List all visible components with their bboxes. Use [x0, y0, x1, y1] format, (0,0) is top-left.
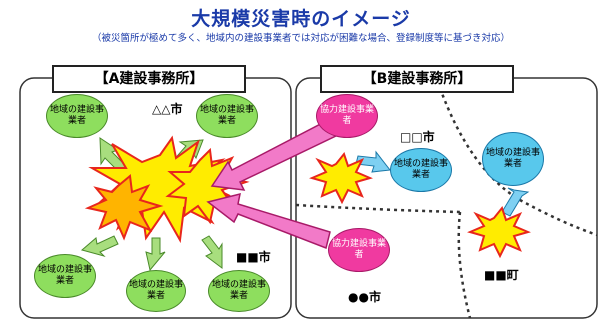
local-contractor-bubble: 地域の建設事業者	[126, 270, 186, 312]
local-contractor-bubble: 地域の建設事業者	[46, 94, 108, 138]
city-label: ■■市	[236, 250, 271, 264]
local-contractor-bubble: 地域の建設事業者	[34, 254, 96, 298]
panel-a-label: 【A建設事務所】	[52, 65, 246, 93]
diagram-title: 大規模災害時のイメージ	[191, 8, 411, 30]
local-contractor-bubble: 地域の建設事業者	[196, 94, 258, 138]
boundary-line	[457, 211, 472, 319]
arrow-icon	[80, 235, 119, 257]
cooperating-contractor-bubble: 協力建設事業者	[328, 228, 390, 272]
arrow-icon	[145, 237, 166, 272]
town-label: ■■町	[484, 268, 519, 282]
arrow-icon	[201, 235, 223, 269]
disaster-burst-icon	[309, 151, 373, 205]
local-contractor-bubble: 地域の建設事業者	[208, 270, 270, 312]
city-label: ●●市	[348, 290, 381, 304]
arrow-icon	[206, 192, 331, 250]
arrow-icon	[355, 150, 391, 173]
cooperating-contractor-bubble: 協力建設事業者	[316, 94, 378, 138]
arrow-icon	[501, 187, 530, 217]
panel-b-label: 【B建設事務所】	[320, 65, 514, 93]
b-local-contractor-bubble: 地域の建設事業者	[482, 132, 544, 186]
city-label: □□市	[400, 130, 435, 144]
b-local-contractor-bubble: 地域の建設事業者	[390, 148, 452, 192]
disaster-burst-icon	[467, 205, 531, 259]
city-label: △△市	[152, 102, 183, 116]
disaster-burst-icon	[84, 174, 164, 241]
arrow-icon	[210, 116, 342, 191]
diagram-subtitle: （被災箇所が極めて多く、地域内の建設事業者では対応が困難な場合、登録制度等に基づ…	[91, 33, 510, 44]
